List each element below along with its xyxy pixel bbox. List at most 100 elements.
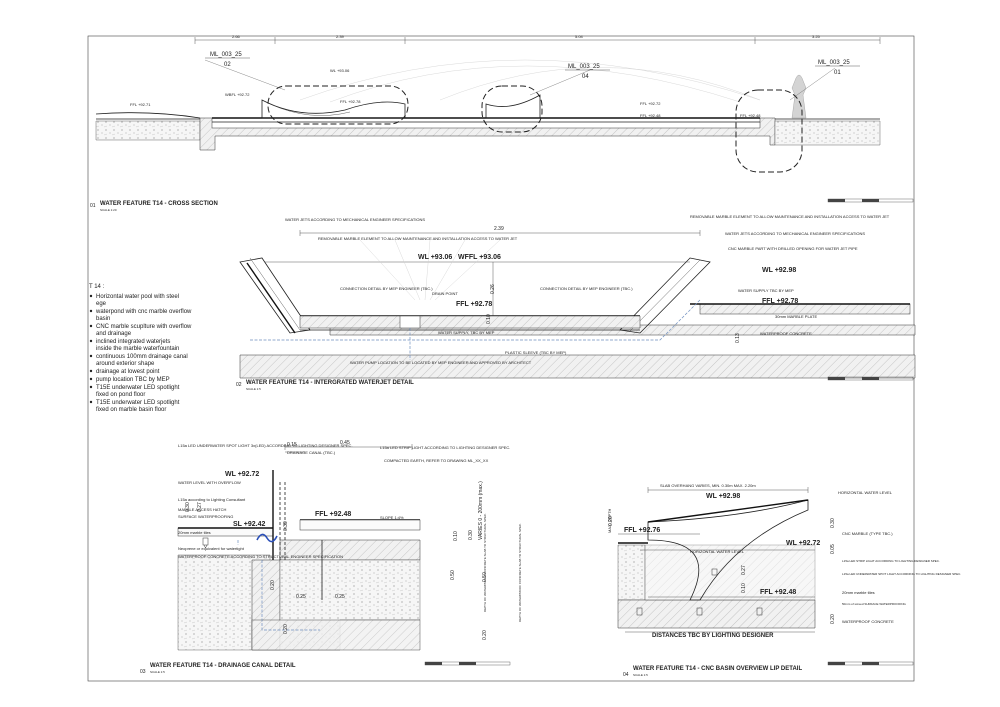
overflow-symbol: [256, 533, 278, 543]
d04-note-cnc: CNC MARBLE (TYPE TBC.): [842, 531, 893, 536]
d02-dim-top: 2.39: [494, 226, 504, 232]
d03-note-hatch: MARBLE ACCESS HATCH: [178, 507, 226, 512]
d01-level-6: FFL +92.48: [740, 113, 761, 118]
d03-note-strip: L15a LED STRIP LIGHT ACCORDING TO LIGHTI…: [380, 445, 510, 450]
d04-dim-030: 0.30: [830, 518, 836, 528]
d03-note-surface: SURFACE WATERPROOFING: [178, 514, 233, 519]
legend-item: pump location TBC by MEP: [96, 377, 170, 383]
d01-level-2: FFL +92.78: [340, 99, 361, 104]
d01-callout-3: ML_003_25: [818, 60, 850, 66]
d04-level-wl: WL +92.98: [706, 493, 740, 500]
legend-bullet: [89, 309, 93, 313]
d04-level-ffl-left: FFL +92.76: [624, 527, 660, 534]
d03-dim-027: 0.27: [197, 502, 203, 512]
legend-bullet: [89, 324, 93, 328]
d04-title: WATER FEATURE T14 - CNC BASIN OVERVIEW L…: [633, 666, 802, 672]
legend-bullet: [89, 294, 93, 298]
d02-note-waterproof: WATERPROOF CONCRETE: [760, 331, 812, 336]
spot-light-icon: [202, 537, 209, 549]
d03-dim-030b: 0.30: [468, 530, 474, 540]
d01-callout-2-num: 04: [582, 74, 589, 80]
d01-detail-circle-04: [481, 85, 543, 133]
d03-dim-030: 0.30: [185, 502, 191, 512]
d03-dim-010: 0.10: [453, 531, 459, 541]
d01-level-5: WBFL +92.72: [225, 92, 250, 97]
d03-scale: SCALE 1:5: [150, 670, 165, 674]
d04-note-hwl-top: HORIZONTAL WATER LEVEL: [838, 490, 893, 495]
d01-callout-3-num: 01: [834, 70, 841, 76]
d04-note-hwl-mid: HORIZONTAL WATER LEVEL: [690, 549, 745, 554]
legend-bullet: [89, 369, 93, 373]
d04-scale: SCALE 1:5: [633, 673, 648, 677]
d02-note-connection-right: CONNECTION DETAIL BY MEP ENGINEER (TBC.): [540, 286, 633, 291]
d03-note-spot: L15a LED UNDERWATER SPOT LIGHT 3x(LED) A…: [178, 443, 353, 448]
d03-number: 03: [140, 669, 146, 675]
d03-note-lux: L15a according to Lighting Consultant: [178, 497, 246, 502]
d03-note-compacted: COMPACTED EARTH, REFER TO DRAWING ML_XX_…: [384, 458, 489, 463]
drawing-03-drainage-canal: 0.45 0.15 0.30 0.27 0.39 0.10 0.20 0.50 …: [140, 440, 522, 675]
legend-bullet: [89, 377, 93, 381]
d04-number: 04: [623, 672, 629, 678]
d04-dim-max: MAX. DEPTH: [607, 508, 612, 533]
d01-dim-2: 2.39: [336, 34, 345, 39]
d03-level-ffl: FFL +92.48: [315, 511, 351, 518]
d01-title: WATER FEATURE T14 - CROSS SECTION: [100, 201, 218, 207]
strip-light-icon: [711, 568, 718, 576]
legend-bullet: [89, 339, 93, 343]
legend-code: T 14 :: [89, 284, 105, 290]
d02-note-supply-mep: WATER SUPPLY TBC BY MEP: [738, 288, 794, 293]
d01-dim-3: 5.04: [575, 34, 584, 39]
d02-dim-010: 0.10: [486, 314, 492, 324]
d04-note-screed: 50mm of screed SURFACE WATERPROOFING: [842, 602, 907, 606]
d02-scale: SCALE 1:5: [246, 387, 261, 391]
d03-dim-varies: VARIES 0 - 200mm (max.): [478, 481, 484, 540]
d03-note-depth: DEPTH OF WATERPROOF CONCRETE SLAB TO STR…: [483, 513, 487, 612]
spot-light-icon: [696, 607, 703, 616]
d04-dim-010: 0.10: [741, 583, 747, 593]
d02-note-drain: DRAIN POINT: [432, 291, 458, 296]
d03-note-canal: DRAINAGE CANAL (TBC.): [287, 450, 336, 455]
d04-note-tiles: 20mm marble tiles: [842, 590, 875, 595]
d04-dim-020: 0.20: [608, 516, 614, 526]
d04-dim-top: SLAB OVERHANG VARIES, MIN. 0.30m MAX. 2.…: [660, 483, 756, 488]
d02-note-jets-right: WATER JETS ACCORDING TO MECHANICAL ENGIN…: [725, 231, 865, 236]
legend-bullet: [89, 400, 93, 404]
d02-level-wl-right: WL +92.98: [762, 267, 796, 274]
d03-dim-020b: 0.20: [283, 624, 289, 634]
spot-light-icon: [756, 607, 763, 616]
d02-level-wffl: WFFL +93.06: [458, 254, 501, 261]
d04-level-wl-right: WL +92.72: [786, 540, 820, 547]
d04-note-distances: DISTANCES TBC BY LIGHTING DESIGNER: [652, 633, 774, 639]
d01-detail-circle-01: [735, 89, 803, 173]
d01-level-3: FFL +92.48: [640, 113, 661, 118]
d01-number: 01: [90, 203, 96, 209]
d03-level-sl: SL +92.42: [233, 521, 265, 528]
d02-note-jets-left: WATER JETS ACCORDING TO MECHANICAL ENGIN…: [285, 217, 425, 222]
drawing-02-waterjet-detail: 2.39 0.26 0.10 0.13: [236, 214, 916, 391]
d02-note-connection-left: CONNECTION DETAIL BY MEP ENGINEER (TBC.): [340, 286, 433, 291]
d02-level-ffl-right: FFL +92.78: [762, 298, 798, 305]
d04-level-ffl-bottom: FFL +92.48: [760, 589, 796, 596]
d01-level-4: WL +93.06: [330, 68, 350, 73]
legend-item: drainage at lowest point: [96, 369, 160, 375]
d02-level-wl: WL +93.06: [418, 254, 452, 261]
d04-dim-027: 0.27: [741, 565, 747, 575]
d03-dim-039: 0.39: [283, 521, 289, 531]
person-silhouette: [791, 74, 807, 119]
d02-note-supply-line: WATER SUPPLY, TBC BY MEP: [438, 330, 495, 335]
d03-dim-050b: 0.50: [482, 572, 488, 582]
d01-dim-4: 3.25: [812, 34, 821, 39]
d04-note-strip: L15a LED STRIP LIGHT ACCORDING TO LIGHTI…: [842, 559, 940, 563]
spot-light-icon: [636, 607, 643, 616]
d02-note-sleeve: PLASTIC SLEEVE (TBC BY MEP): [505, 350, 567, 355]
d03-note-neoprene: Neoprene or equivalent for watertight: [178, 546, 245, 551]
d01-callout-2: ML_003_25: [568, 64, 600, 70]
